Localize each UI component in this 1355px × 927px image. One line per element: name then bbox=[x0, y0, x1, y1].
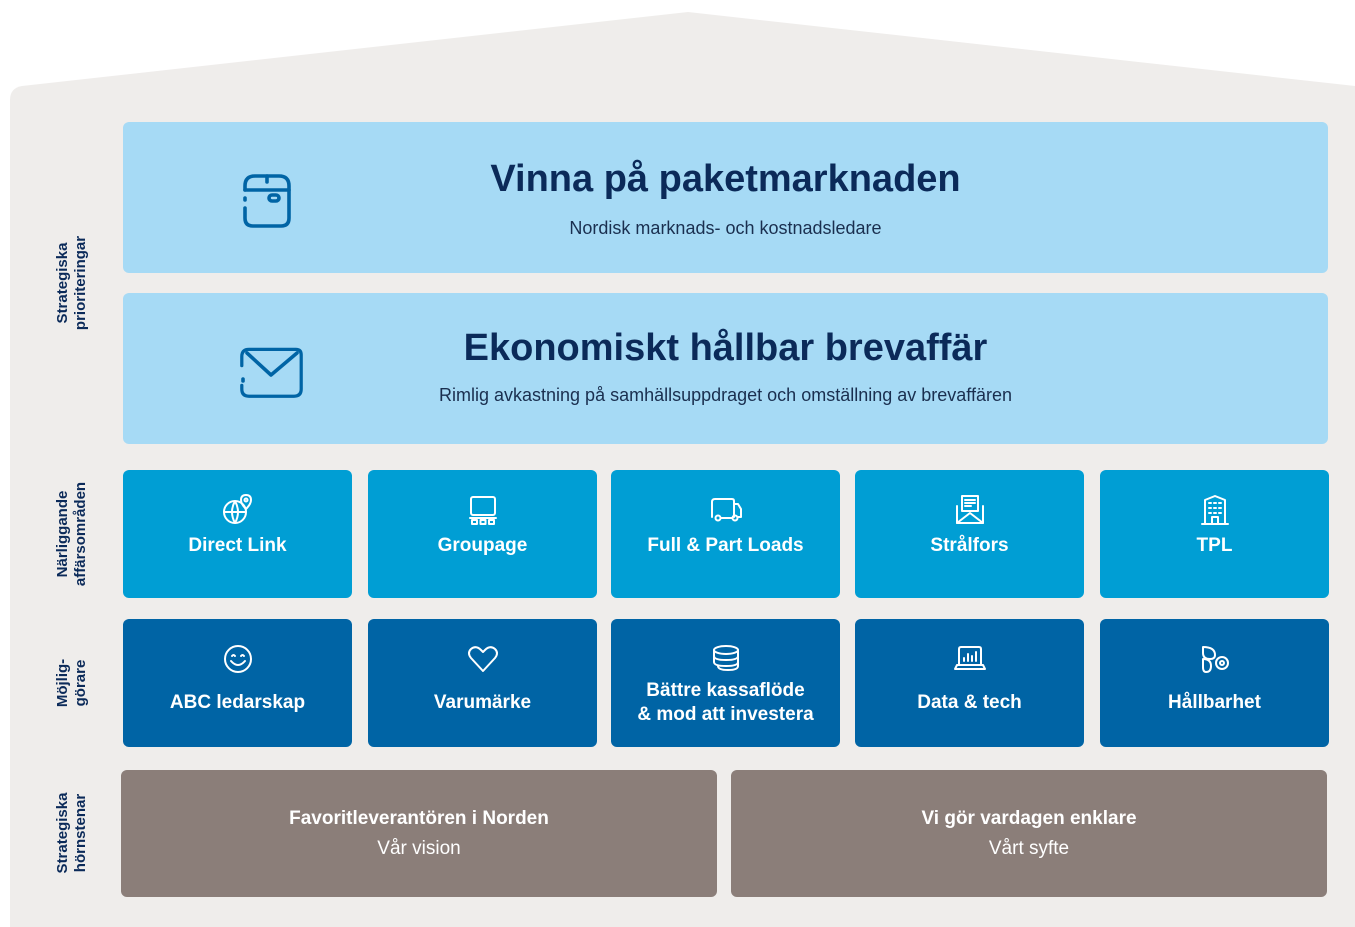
priority-letter-business: Ekonomiskt hållbar brevaffär Rimlig avka… bbox=[123, 293, 1328, 444]
business-area-full-part-loads: Full & Part Loads bbox=[611, 470, 840, 598]
business-area-tpl: TPL bbox=[1100, 470, 1329, 598]
heart-icon bbox=[467, 646, 498, 672]
business-area-label: Groupage bbox=[437, 535, 528, 556]
business-area-label: TPL bbox=[1196, 535, 1233, 556]
envelope-icon bbox=[240, 347, 303, 398]
business-area-label: Direct Link bbox=[188, 535, 287, 556]
business-area-label: Full & Part Loads bbox=[647, 535, 804, 556]
enabler-label: Bättre kassaflöde & mod att investera bbox=[637, 680, 814, 725]
priority-subtitle: Rimlig avkastning på samhällsuppdraget o… bbox=[439, 385, 1012, 405]
priority-title: Vinna på paketmarknaden bbox=[490, 158, 961, 200]
globe-pin-icon bbox=[222, 494, 252, 524]
enabler-label: ABC ledarskap bbox=[169, 692, 306, 713]
truck-icon bbox=[710, 498, 742, 522]
leaf-circle-icon bbox=[1201, 646, 1229, 673]
side-label-strategic-cornerstones: Strategiska hörnstenar bbox=[54, 792, 89, 874]
cornerstone-subtitle: Vår vision bbox=[377, 837, 461, 859]
enabler-sustainability: Hållbarhet bbox=[1100, 619, 1329, 747]
pallet-icon bbox=[468, 496, 497, 525]
warehouse-building-icon bbox=[1200, 495, 1229, 525]
smiley-icon bbox=[223, 645, 252, 673]
laptop-chart-icon bbox=[953, 646, 986, 670]
priority-parcel-market: Vinna på paketmarknaden Nordisk marknads… bbox=[123, 122, 1328, 273]
business-area-groupage: Groupage bbox=[368, 470, 597, 598]
cornerstone-subtitle: Vårt syfte bbox=[988, 837, 1070, 859]
enabler-data-tech: Data & tech bbox=[855, 619, 1084, 747]
business-area-label: Strålfors bbox=[930, 535, 1009, 556]
enabler-abc-leadership: ABC ledarskap bbox=[123, 619, 352, 747]
enabler-label: Varumärke bbox=[433, 692, 532, 713]
business-area-direct-link: Direct Link bbox=[123, 470, 352, 598]
side-label-strategic-priorities: Strategiska prioriteringar bbox=[54, 235, 89, 331]
enabler-label: Hållbarhet bbox=[1168, 692, 1261, 713]
cornerstone-title: Favoritleverantören i Norden bbox=[289, 807, 549, 829]
cornerstone-vision: Favoritleverantören i Norden Vår vision bbox=[121, 770, 717, 897]
business-area-stralfors: Strålfors bbox=[855, 470, 1084, 598]
enabler-brand: Varumärke bbox=[368, 619, 597, 747]
parcel-box-icon bbox=[243, 174, 291, 228]
priority-subtitle: Nordisk marknads- och kostnadsledare bbox=[569, 218, 882, 238]
priority-title: Ekonomiskt hållbar brevaffär bbox=[463, 327, 988, 369]
cornerstone-purpose: Vi gör vardagen enklare Vårt syfte bbox=[731, 770, 1327, 897]
enabler-label: Data & tech bbox=[917, 692, 1022, 713]
enabler-cash-flow: Bättre kassaflöde & mod att investera bbox=[611, 619, 840, 747]
cornerstone-title: Vi gör vardagen enklare bbox=[921, 807, 1137, 829]
coin-stack-icon bbox=[712, 645, 739, 671]
mail-document-icon bbox=[955, 495, 984, 524]
